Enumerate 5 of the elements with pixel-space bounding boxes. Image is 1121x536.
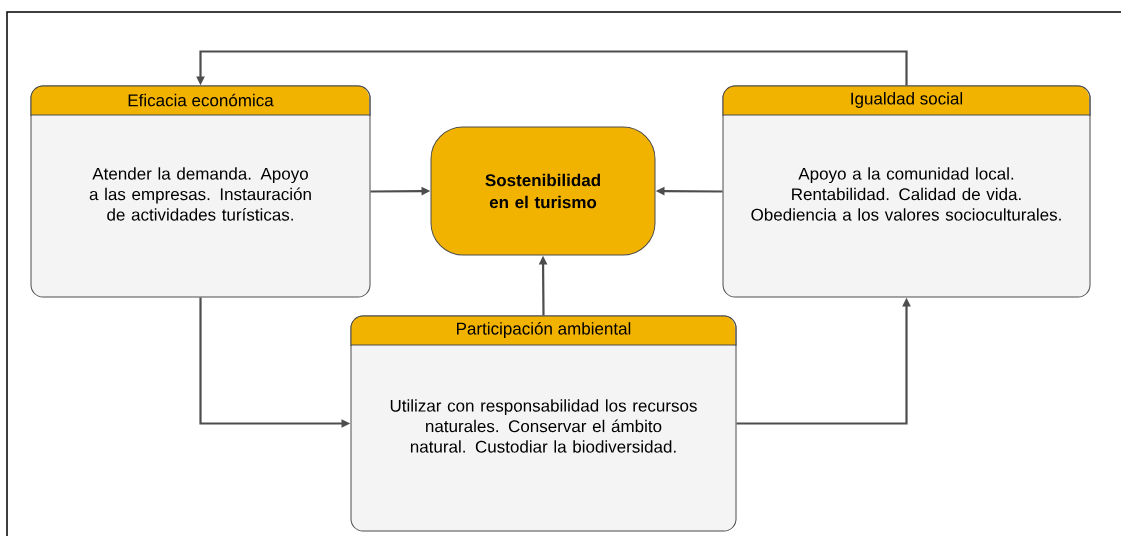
rounded-box: Sostenibilidad en el turismo <box>430 126 656 256</box>
titled-box: Eficacia económica Atender la demanda. Apoyo a las empresas. Instauración de actividades turísticas. <box>30 85 371 298</box>
titled-box: Participación ambiental Utilizar con responsabilidad los recursos naturales. Conservar el ámbito natural. Custodiar la biodiversidad. <box>350 315 737 532</box>
titled-box: Igualdad social Apoyo a la comunidad local. Rentabilidad. Calidad de vida. Obediencia a los valores socioculturales. <box>722 85 1091 298</box>
arrow <box>196 50 908 86</box>
